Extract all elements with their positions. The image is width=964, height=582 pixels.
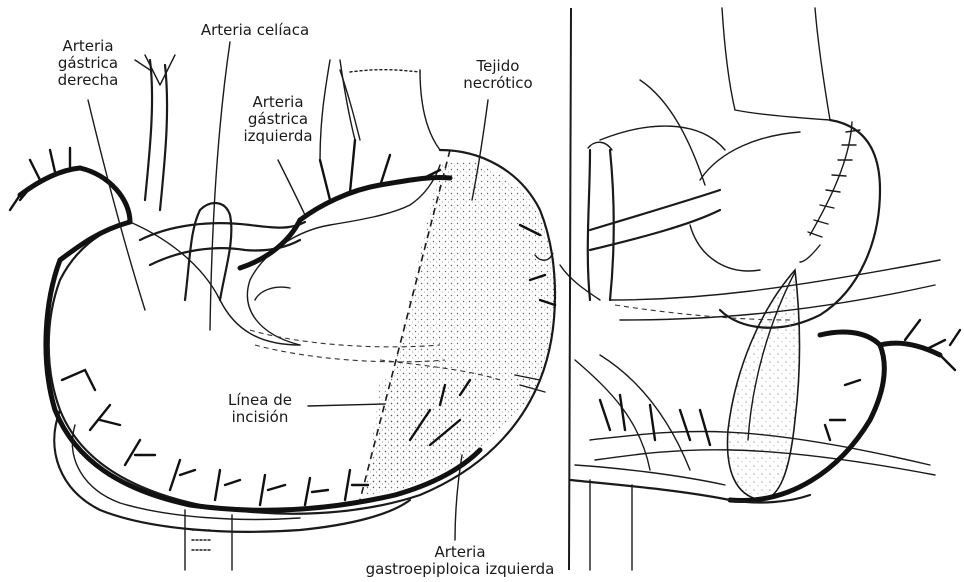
stomach-remnant-outline <box>720 120 880 328</box>
label-arteria-gastrica-derecha: Arteria gástrica derecha <box>38 38 138 89</box>
leader-arteria-gastrica-izquierda <box>278 160 305 215</box>
label-tejido-necrotico: Tejido necrótico <box>448 58 548 92</box>
label-line: Tejido <box>448 58 548 75</box>
label-line: gástrica <box>228 111 328 128</box>
label-line: Arteria <box>38 38 138 55</box>
label-line: incisión <box>210 409 310 426</box>
label-line: necrótico <box>448 75 548 92</box>
label-line: Arteria <box>350 544 570 561</box>
excised-flap <box>727 270 799 500</box>
label-line: Línea de <box>210 392 310 409</box>
label-linea-de-incision: Línea de incisión <box>210 392 310 426</box>
leader-linea-de-incision <box>308 404 385 406</box>
label-line: derecha <box>38 72 138 89</box>
suture-line <box>810 122 852 235</box>
left-gastric-artery <box>300 177 450 220</box>
label-line: Arteria celíaca <box>180 22 330 39</box>
label-line: izquierda <box>228 128 328 145</box>
label-line: gástrica <box>38 55 138 72</box>
panel-divider <box>569 8 571 570</box>
leader-arteria-gastrica-derecha <box>88 100 145 310</box>
label-arteria-celiaca: Arteria celíaca <box>180 22 330 39</box>
label-arteria-gastrica-izquierda: Arteria gástrica izquierda <box>228 94 328 145</box>
label-arteria-gastroepiploica-izquierda: Arteria gastroepiploica izquierda <box>350 544 570 578</box>
label-line: Arteria <box>228 94 328 111</box>
right-panel <box>560 8 960 570</box>
label-line: gastroepiploica izquierda <box>350 561 570 578</box>
